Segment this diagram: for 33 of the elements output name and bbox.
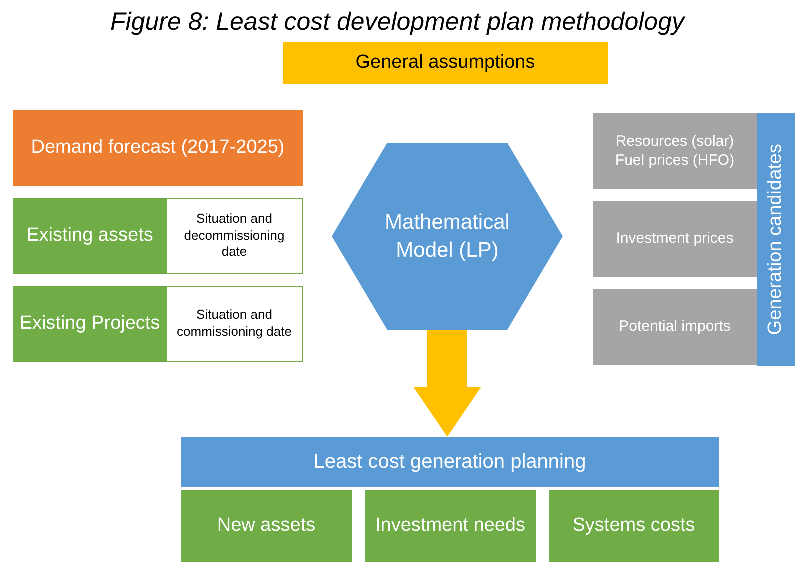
node-text: Systems costs [572, 514, 696, 538]
node-text: Existing Projects [20, 312, 160, 336]
node-text: Investment needs [376, 514, 526, 538]
vertical-band [757, 113, 795, 366]
node-text: Resources (solar) [616, 132, 734, 151]
assumptions-bar [283, 42, 608, 84]
input-box [593, 201, 757, 277]
input-box [593, 113, 757, 189]
node-text: General assumptions [356, 50, 536, 75]
output-box [181, 490, 352, 562]
block-arrow [414, 330, 482, 437]
input-box [593, 289, 757, 365]
process-box [13, 110, 303, 186]
node-text: Situation and commissioning date [176, 307, 293, 341]
header-bar [181, 437, 719, 487]
node-text: Investment prices [616, 229, 734, 249]
output-box [365, 490, 536, 562]
process-box [13, 198, 303, 274]
note-box [166, 286, 303, 362]
note-box [166, 198, 303, 274]
node-text: Mathematical Model (LP) [384, 210, 511, 264]
node-text: Situation and decommissioning date [183, 210, 286, 262]
process-box [13, 286, 303, 362]
node-text: New assets [217, 514, 316, 538]
node-text: Generation candidates [764, 144, 787, 336]
node-text: Potential imports [619, 317, 731, 337]
model-hexagon [332, 143, 563, 330]
node-text: Fuel prices (HFO) [615, 151, 735, 170]
figure-title: Figure 8: Least cost development plan methodology [110, 8, 687, 37]
output-box [549, 490, 719, 562]
node-text: Existing assets [26, 224, 154, 248]
node-text: Demand forecast (2017-2025) [31, 136, 285, 160]
node-text: Least cost generation planning [314, 450, 586, 475]
